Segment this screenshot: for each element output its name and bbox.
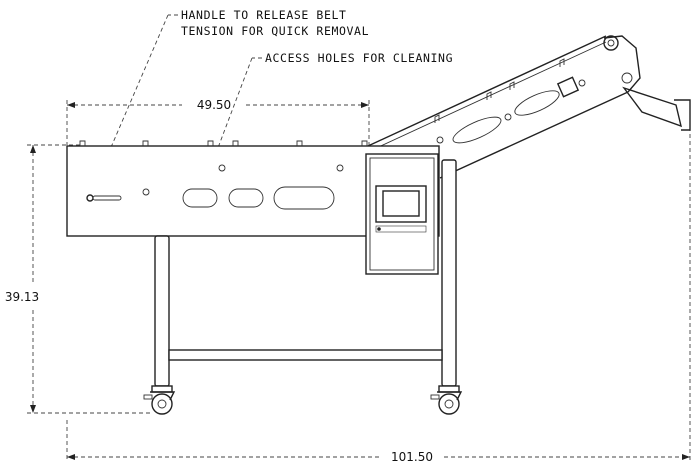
discharge-lip	[674, 99, 691, 131]
cross-brace	[168, 349, 443, 361]
incline-access-holes	[436, 79, 586, 144]
right-caster-plate	[438, 385, 460, 393]
brand-label	[375, 225, 427, 233]
right-caster-brake	[430, 394, 440, 400]
dimension-top-length: 49.50	[66, 98, 370, 145]
right-leg	[441, 159, 457, 387]
dimension-height: 39.13	[5, 144, 150, 414]
dim-height-arrow-bottom	[30, 405, 36, 413]
head-frame	[603, 35, 641, 93]
incline-belt-line	[371, 41, 607, 151]
brand-logo-icon	[377, 227, 381, 231]
handle-note-line2: TENSION FOR QUICK REMOVAL	[181, 24, 369, 38]
dim-top-arrow-left	[67, 102, 75, 108]
dim-height-arrow-top	[30, 145, 36, 153]
left-caster-plate	[151, 385, 173, 393]
right-caster-wheel	[438, 393, 460, 415]
left-caster-wheel	[151, 393, 173, 415]
dim-overall-value: 101.50	[391, 450, 433, 464]
left-leg	[154, 235, 170, 387]
incline-cleats	[434, 58, 565, 123]
incline-section	[367, 35, 691, 179]
handle-note-line1: HANDLE TO RELEASE BELT	[181, 8, 347, 22]
discharge-chute	[622, 86, 682, 128]
access-leader	[201, 57, 253, 191]
control-cabinet-door	[369, 157, 435, 271]
incline-top-rail	[367, 35, 607, 147]
horizontal-access-holes	[142, 164, 344, 210]
left-caster-brake	[143, 394, 153, 400]
drive-box	[556, 76, 580, 98]
dim-top-arrow-right	[361, 102, 369, 108]
drive-motor	[621, 72, 633, 84]
dimension-overall-length: 101.50	[66, 120, 691, 464]
left-caster-hub	[157, 399, 167, 409]
dim-overall-arrow-right	[682, 454, 690, 460]
touchscreen	[382, 190, 420, 217]
horizontal-cleats	[79, 140, 368, 146]
head-pulley-hub	[607, 39, 615, 47]
right-caster-hub	[444, 399, 454, 409]
dim-overall-arrow-left	[67, 454, 75, 460]
left-caster	[143, 385, 176, 415]
release-handle-slot	[92, 195, 122, 201]
incline-bottom-rail	[439, 91, 629, 179]
support-stand	[154, 159, 457, 387]
right-caster-fork	[437, 391, 463, 401]
access-holes-note: ACCESS HOLES FOR CLEANING	[265, 51, 453, 65]
control-panel	[365, 153, 439, 275]
dim-height-value: 39.13	[5, 290, 39, 304]
head-pulley	[603, 35, 619, 51]
right-caster	[430, 385, 463, 415]
left-caster-fork	[150, 391, 176, 401]
dim-top-value: 49.50	[197, 98, 231, 112]
